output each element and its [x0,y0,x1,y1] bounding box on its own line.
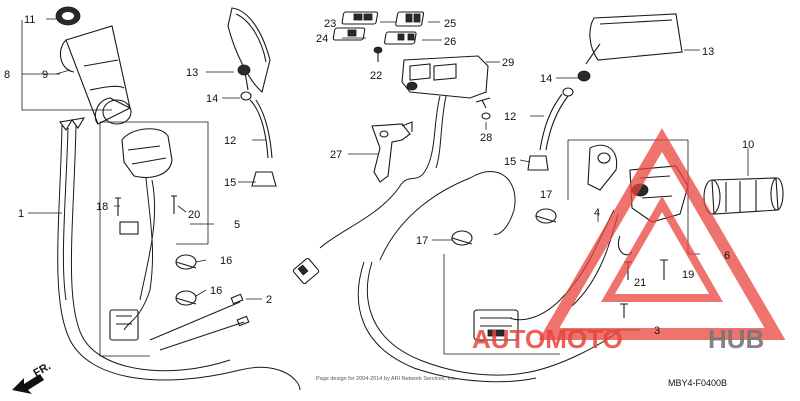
label-2: 2 [266,294,272,306]
label-28: 28 [480,132,492,144]
label-13-left: 13 [186,67,198,79]
label-29: 29 [502,57,514,69]
label-5: 5 [234,219,240,231]
label-21: 21 [634,277,646,289]
copyright-text: Page design for 2004-2014 by ARI Network… [316,376,457,382]
label-14-right: 14 [540,73,552,85]
label-15-left: 15 [224,177,236,189]
label-8: 8 [4,69,10,81]
label-18: 18 [96,201,108,213]
front-arrow-label: FR. [32,360,53,379]
label-12-right: 12 [504,111,516,123]
label-23: 23 [324,18,336,30]
label-22: 22 [370,70,382,82]
front-direction-arrow: FR. [12,360,53,394]
throttle-cables-part [57,117,301,391]
left-mirror-part [227,7,277,187]
label-15-right: 15 [504,156,516,168]
diagram-code: MBY4-F0400B [668,378,727,388]
center-switch-assembly-part [292,55,489,285]
label-11: 11 [24,14,35,26]
label-10: 10 [742,139,754,151]
right-mirror-part [527,13,683,171]
label-16-top: 16 [220,255,232,267]
right-grip-part [703,177,784,215]
watermark-text-gray: HUB [708,324,764,354]
label-3: 3 [654,325,660,337]
label-4: 4 [594,207,600,219]
wire-clamps-part [175,254,197,306]
switch-caps-part [332,11,425,45]
watermark-logo [538,128,786,340]
switch-bracket-part [371,121,413,183]
label-19: 19 [682,269,694,281]
label-12-left: 12 [224,135,236,147]
label-24: 24 [316,33,328,45]
label-13-right: 13 [702,46,714,58]
label-14-left: 14 [206,93,218,105]
label-27: 27 [330,149,342,161]
right-switch-housing-part [473,144,689,341]
label-16-bottom: 16 [210,285,222,297]
label-17-center: 17 [416,235,428,247]
left-grip-part [55,6,132,125]
label-9: 9 [42,69,48,81]
label-20: 20 [188,209,200,221]
left-switch-housing-part [109,128,173,341]
label-26: 26 [444,36,456,48]
label-25: 25 [444,18,456,30]
label-17-right: 17 [540,189,552,201]
watermark-text-red: AUTOMOTO [472,324,623,354]
label-1: 1 [18,208,24,220]
label-6: 6 [724,250,730,262]
